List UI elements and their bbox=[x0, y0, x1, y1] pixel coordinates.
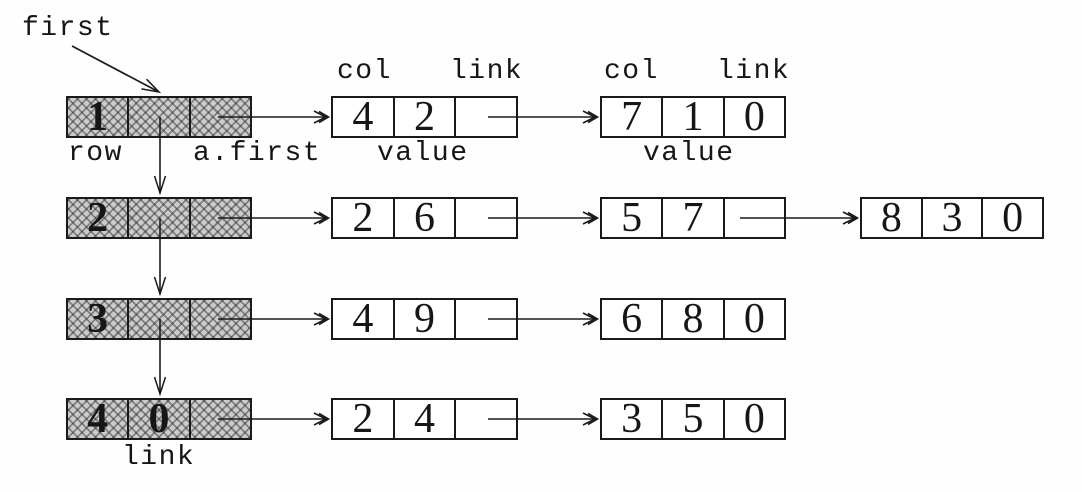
value-node-r1-n1: 4 2 bbox=[331, 96, 518, 138]
col-label-1: col bbox=[337, 56, 392, 87]
value-cell: 8 bbox=[661, 298, 722, 340]
value-node-r1-n2: 7 1 0 bbox=[600, 96, 786, 138]
link-cell bbox=[454, 199, 516, 237]
value-node-r3-n2: 6 8 0 bbox=[600, 298, 786, 340]
link-label-1: link bbox=[450, 56, 524, 87]
header-cell: 1 bbox=[87, 94, 109, 140]
value-cell: 2 bbox=[392, 96, 455, 138]
value-node-r3-n1: 4 9 bbox=[331, 298, 518, 340]
link-cell bbox=[722, 199, 784, 237]
header-cell bbox=[127, 300, 188, 338]
value-node-r4-n1: 2 4 bbox=[331, 398, 518, 440]
value-node-r4-n2: 3 5 0 bbox=[600, 398, 786, 440]
col-label-2: col bbox=[604, 56, 659, 87]
header-cell: 0 bbox=[127, 398, 188, 440]
link-cell: 0 bbox=[722, 96, 784, 138]
row-header-node-2: 2 bbox=[66, 197, 252, 239]
link-cell: 0 bbox=[981, 197, 1042, 239]
value-cell: 7 bbox=[661, 197, 722, 239]
link-cell bbox=[454, 400, 516, 438]
row-header-node-1: 1 bbox=[66, 96, 252, 138]
header-cell: 3 bbox=[87, 296, 109, 342]
col-cell: 5 bbox=[621, 195, 643, 241]
col-cell: 3 bbox=[621, 396, 643, 442]
header-cell bbox=[188, 400, 250, 438]
header-cell: 4 bbox=[87, 396, 109, 442]
value-cell: 9 bbox=[392, 298, 455, 340]
col-cell: 2 bbox=[352, 195, 374, 241]
arrow-first-pointer bbox=[71, 45, 162, 94]
col-cell: 7 bbox=[621, 94, 643, 140]
header-cell bbox=[127, 98, 188, 136]
link-label-2: link bbox=[717, 56, 791, 87]
link-cell: 0 bbox=[722, 298, 784, 340]
value-cell: 5 bbox=[661, 398, 722, 440]
header-cell: 2 bbox=[87, 195, 109, 241]
link-cell bbox=[454, 98, 516, 136]
col-cell: 8 bbox=[880, 195, 902, 241]
link-label-bottom: link bbox=[122, 442, 196, 473]
value-node-r2-n2: 5 7 bbox=[600, 197, 786, 239]
link-cell bbox=[454, 300, 516, 338]
value-node-r2-n1: 2 6 bbox=[331, 197, 518, 239]
header-cell bbox=[188, 300, 250, 338]
row-header-node-3: 3 bbox=[66, 298, 252, 340]
value-label-1: value bbox=[377, 138, 469, 169]
col-cell: 4 bbox=[352, 296, 374, 342]
value-cell: 4 bbox=[392, 398, 455, 440]
value-node-r2-n3: 8 3 0 bbox=[860, 197, 1044, 239]
col-cell: 4 bbox=[352, 94, 374, 140]
col-cell: 6 bbox=[621, 296, 643, 342]
value-cell: 6 bbox=[392, 197, 455, 239]
a-first-label: a.first bbox=[193, 138, 322, 169]
header-cell bbox=[127, 199, 188, 237]
header-cell bbox=[188, 199, 250, 237]
link-cell: 0 bbox=[722, 398, 784, 440]
col-cell: 2 bbox=[352, 396, 374, 442]
row-label: row bbox=[68, 138, 123, 169]
header-cell bbox=[188, 98, 250, 136]
value-cell: 1 bbox=[661, 96, 722, 138]
value-label-2: value bbox=[643, 138, 735, 169]
first-pointer-label: first bbox=[22, 13, 114, 44]
value-cell: 3 bbox=[920, 197, 982, 239]
row-header-node-4: 4 0 bbox=[66, 398, 252, 440]
